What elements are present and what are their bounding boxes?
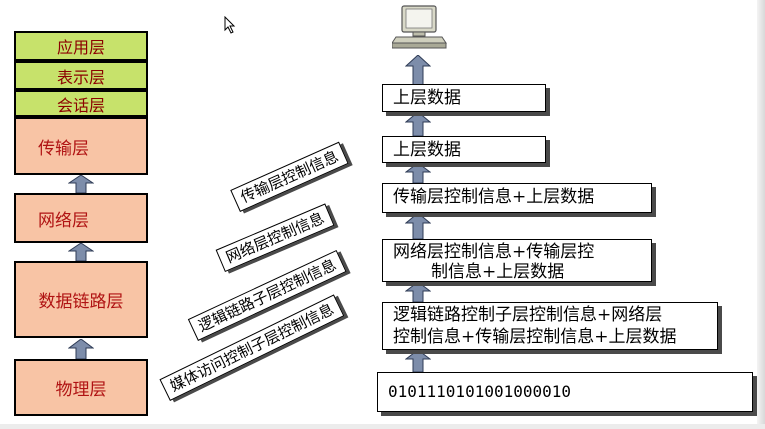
- layer-application: 应用层: [14, 31, 148, 61]
- layer-transport: 传输层: [14, 117, 148, 175]
- arrow-up-icon: [68, 175, 94, 193]
- transport-pdu-text: 传输层控制信息+上层数据: [393, 187, 595, 207]
- network-pdu-box: 网络层控制信息+传输层控 制信息+上层数据: [382, 239, 652, 282]
- llc-pdu-box: 逻辑链路控制子层控制信息+网络层 控制信息+传输层控制信息+上层数据: [382, 302, 718, 350]
- arrow-up-icon: [68, 243, 94, 261]
- network-pdu-line2: 制信息+上层数据: [431, 262, 565, 282]
- transport-pdu-box: 传输层控制信息+上层数据: [382, 183, 652, 213]
- bitstream-text: 0101110101001000010: [388, 382, 572, 401]
- bitstream-box: 0101110101001000010: [377, 372, 753, 412]
- layer-application-label: 应用层: [56, 38, 105, 57]
- upper-data-box-top: 上层数据: [382, 84, 546, 112]
- llc-pdu-line2: 控制信息+传输层控制信息+上层数据: [393, 327, 677, 347]
- arrow-up-icon: [405, 213, 431, 239]
- upper-data-top-text: 上层数据: [393, 88, 461, 108]
- layer-transport-label: 传输层: [38, 138, 89, 159]
- arrow-up-icon: [68, 339, 94, 359]
- network-pdu-line1: 网络层控制信息+传输层控: [393, 242, 595, 262]
- layer-datalink-label: 数据链路层: [38, 292, 124, 312]
- transport-header-text: 传输层控制信息: [237, 147, 342, 207]
- layer-session-label: 会话层: [56, 95, 105, 115]
- transport-header-label: 传输层控制信息: [230, 141, 349, 212]
- layer-physical-label: 物理层: [55, 380, 107, 400]
- layer-presentation: 表示层: [14, 61, 148, 90]
- slide-edge-bottom: [0, 424, 765, 429]
- arrow-up-icon: [405, 282, 431, 302]
- layer-physical: 物理层: [14, 359, 148, 416]
- arrow-up-icon: [405, 163, 431, 183]
- layer-presentation-label: 表示层: [56, 67, 105, 87]
- slide-edge-right: [757, 0, 765, 429]
- upper-data-text: 上层数据: [393, 140, 461, 160]
- layer-network-label: 网络层: [38, 210, 89, 231]
- arrow-up-icon: [405, 112, 431, 136]
- layer-datalink: 数据链路层: [14, 261, 148, 338]
- network-header-text: 网络层控制信息: [223, 208, 327, 267]
- upper-data-box: 上层数据: [382, 136, 546, 163]
- arrow-up-icon: [405, 55, 431, 85]
- computer-icon: [392, 5, 447, 49]
- mouse-cursor-icon: [224, 16, 236, 34]
- llc-pdu-line1: 逻辑链路控制子层控制信息+网络层: [393, 305, 663, 325]
- layer-session: 会话层: [14, 90, 148, 117]
- layer-network: 网络层: [14, 193, 148, 243]
- arrow-up-icon: [405, 350, 431, 372]
